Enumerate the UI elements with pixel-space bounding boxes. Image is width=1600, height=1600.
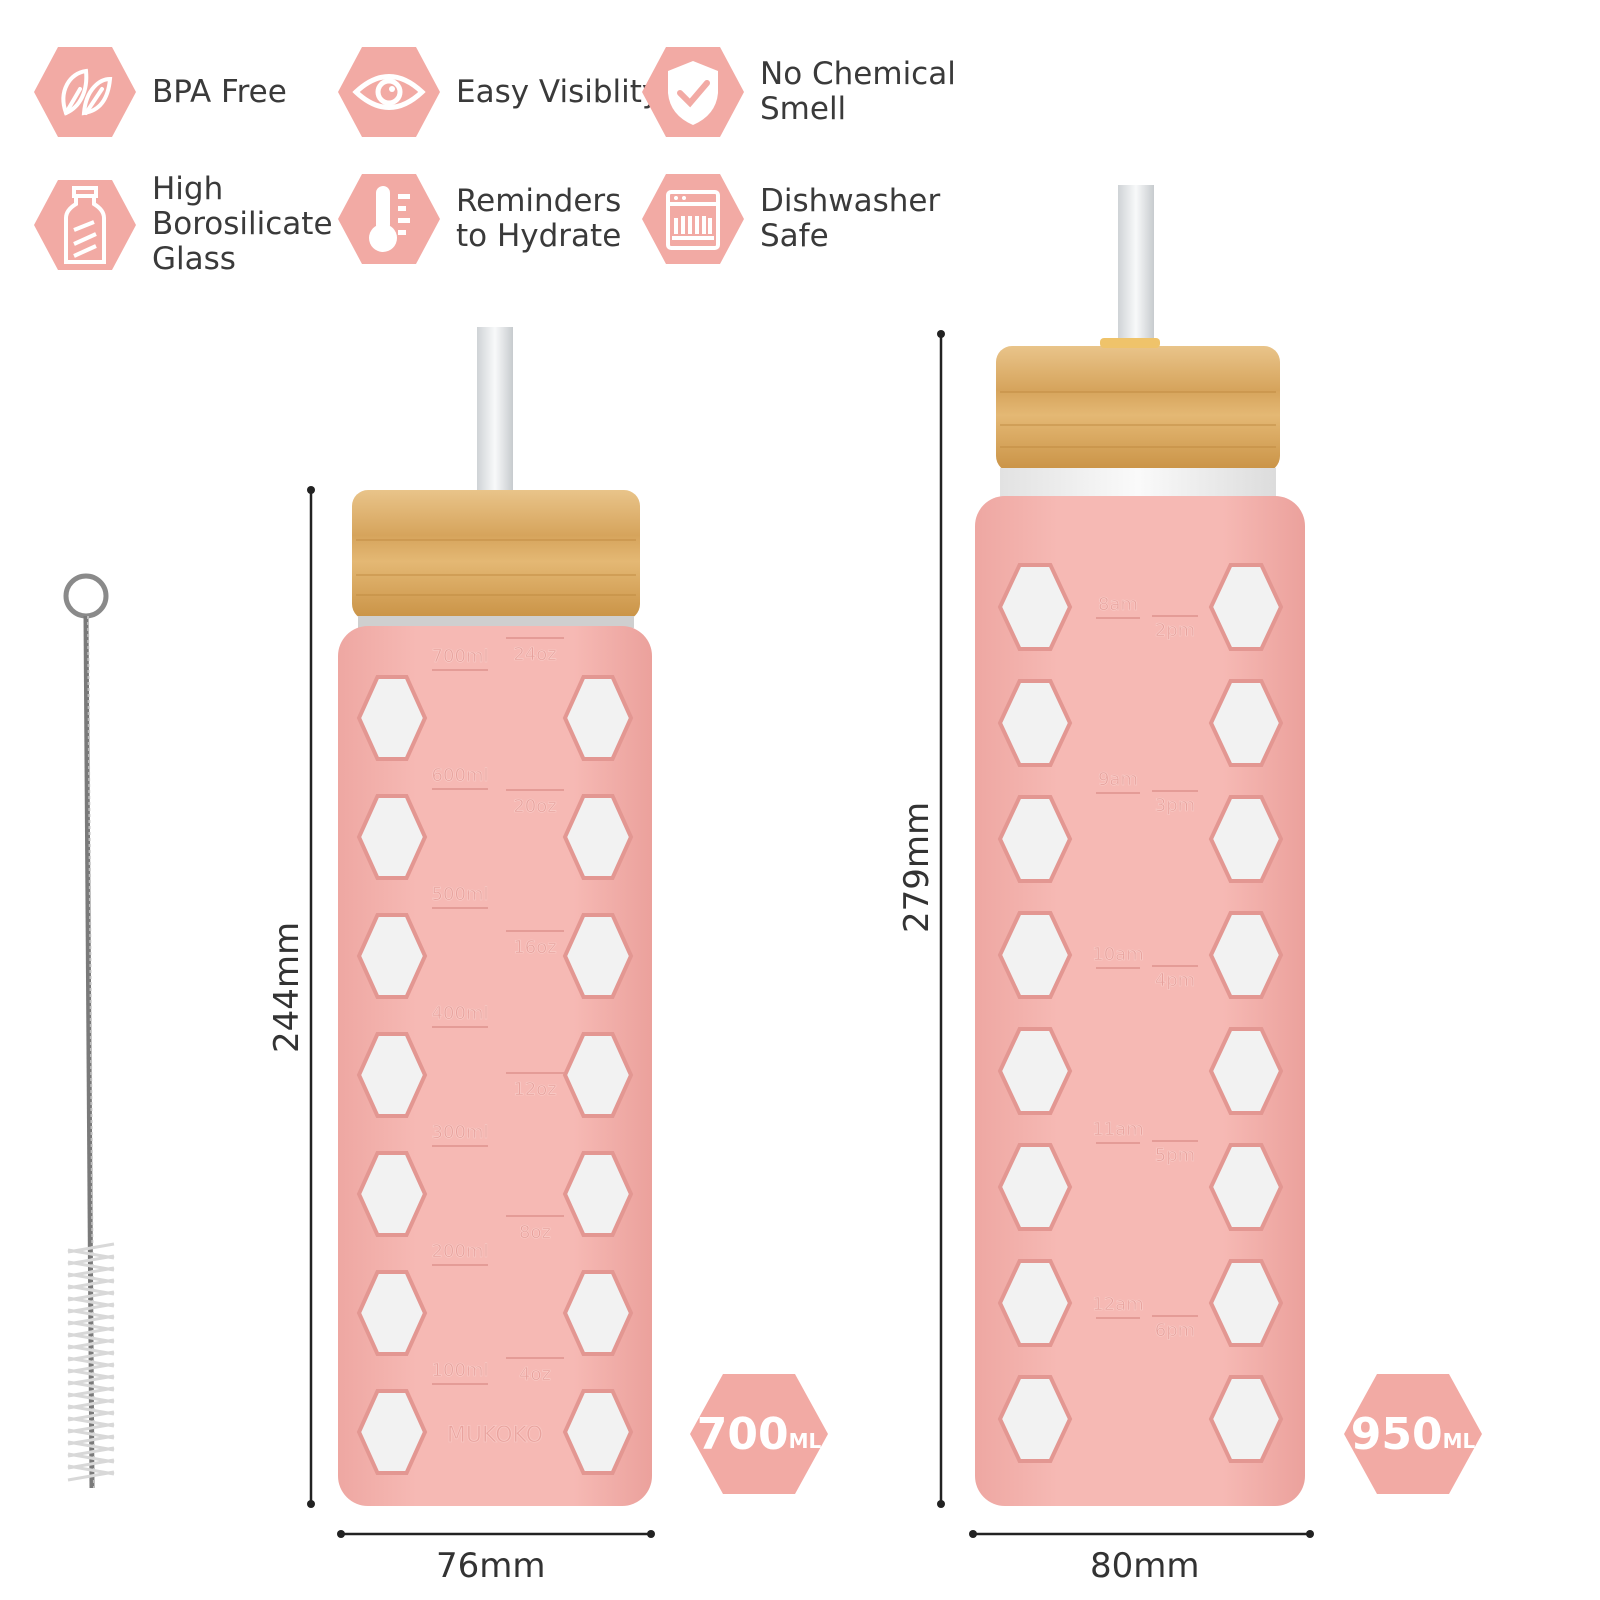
measure-mark: 24oz [513, 644, 556, 665]
window-cutout [562, 1389, 634, 1475]
measure-mark: 700ml [432, 646, 489, 667]
window-cutout [356, 1151, 428, 1237]
feature-reminders-to-hydrate: Reminders to Hydrate [336, 172, 621, 266]
window-cutout [562, 913, 634, 999]
bamboo-lid [996, 346, 1280, 472]
feature-no-chemical-smell: No Chemical Smell [640, 45, 956, 139]
measure-mark: 16oz [513, 937, 556, 958]
window-cutout [997, 911, 1073, 999]
measure-mark: 8am [1098, 594, 1138, 615]
feature-label: High Borosilicate Glass [152, 171, 333, 277]
straw [1118, 185, 1154, 355]
measure-mark: 4pm [1155, 970, 1195, 991]
window-cutout [356, 794, 428, 880]
capacity-unit: ML [1442, 1429, 1476, 1453]
window-cutout [1208, 1375, 1284, 1463]
measure-mark: 20oz [513, 796, 556, 817]
measure-mark: 500ml [432, 884, 489, 905]
window-cutout [562, 1270, 634, 1356]
feature-borosilicate-glass: High Borosilicate Glass [32, 172, 333, 277]
capacity-unit: ML [788, 1429, 822, 1453]
window-cutout [1208, 1259, 1284, 1347]
feature-label: No Chemical Smell [760, 56, 956, 127]
measure-mark: 5pm [1155, 1145, 1195, 1166]
dishwasher-icon [640, 172, 746, 266]
width-label-large: 80mm [1090, 1546, 1200, 1586]
window-cutout [997, 679, 1073, 767]
window-cutout [997, 1259, 1073, 1347]
window-cutout [1208, 1027, 1284, 1115]
window-cutout [997, 563, 1073, 651]
brand-logo: MUKOKO [447, 1423, 543, 1448]
window-cutout [1208, 679, 1284, 767]
feature-label: BPA Free [152, 73, 287, 110]
measure-mark: 10am [1092, 944, 1143, 965]
window-cutout [562, 1151, 634, 1237]
window-cutout [562, 1032, 634, 1118]
measure-mark: 600ml [432, 765, 489, 786]
height-label-large: 279mm [897, 801, 937, 933]
window-cutout [356, 1270, 428, 1356]
measure-mark: 100ml [432, 1360, 489, 1381]
measure-mark: 12oz [513, 1079, 556, 1100]
measure-mark: 3pm [1155, 795, 1195, 816]
window-cutout [997, 795, 1073, 883]
window-cutout [997, 1027, 1073, 1115]
measure-mark: 4oz [519, 1364, 551, 1385]
feature-label: Dishwasher Safe [760, 183, 941, 254]
window-cutout [356, 1032, 428, 1118]
feature-bpa-free: BPA Free [32, 45, 287, 139]
measure-mark: 8oz [519, 1222, 551, 1243]
capacity-number: 950 [1350, 1408, 1443, 1460]
width-label-small: 76mm [436, 1546, 546, 1586]
thermometer-icon [336, 172, 442, 266]
dimension-lines [309, 334, 1310, 1536]
leaf-icon [32, 45, 138, 139]
window-cutout [1208, 563, 1284, 651]
window-cutout [1208, 911, 1284, 999]
bottle-large: 8am 9am 10am 11am 12am 2pm 3pm 4pm 5pm 6pm [975, 185, 1305, 1506]
bamboo-lid [352, 490, 640, 620]
window-cutout [562, 675, 634, 761]
cleaning-brush [63, 573, 115, 1489]
feature-easy-visibility: Easy Visiblity [336, 45, 660, 139]
window-cutout [1208, 795, 1284, 883]
height-label-small: 244mm [267, 921, 307, 1053]
feature-dishwasher-safe: Dishwasher Safe [640, 172, 940, 266]
feature-label: Reminders to Hydrate [456, 183, 622, 254]
window-cutout [562, 794, 634, 880]
bottle-icon [32, 178, 138, 272]
window-cutout [356, 1389, 428, 1475]
measure-mark: 300ml [432, 1122, 489, 1143]
shield-check-icon [640, 45, 746, 139]
feature-label: Easy Visiblity [456, 73, 661, 110]
window-cutout [997, 1143, 1073, 1231]
window-cutout [997, 1375, 1073, 1463]
window-cutout [1208, 1143, 1284, 1231]
measure-mark: 400ml [432, 1003, 489, 1024]
eye-icon [336, 45, 442, 139]
window-cutout [356, 675, 428, 761]
measure-mark: 11am [1092, 1119, 1143, 1140]
window-cutout [356, 913, 428, 999]
bottle-small: 700ml 600ml 500ml 400ml 300ml 200ml 100ml 24oz 2… [338, 327, 652, 1506]
straw [477, 327, 513, 497]
capacity-number: 700 [696, 1408, 789, 1460]
measure-mark: 200ml [432, 1241, 489, 1262]
measure-mark: 12am [1092, 1294, 1143, 1315]
measure-mark: 2pm [1155, 620, 1195, 641]
measure-mark: 6pm [1155, 1320, 1195, 1341]
measure-mark: 9am [1098, 769, 1138, 790]
